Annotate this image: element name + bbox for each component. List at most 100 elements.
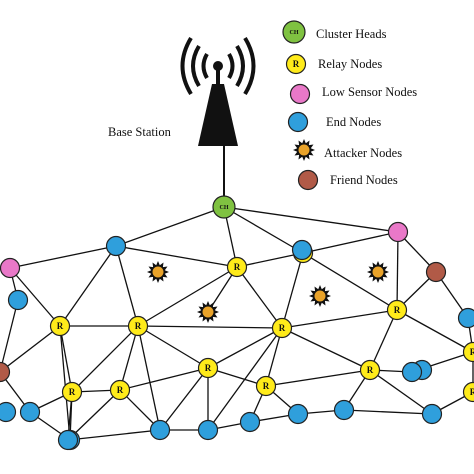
network-link	[119, 367, 209, 391]
relay-node: R	[462, 381, 474, 403]
legend-label-cluster-heads: Cluster Heads	[316, 27, 387, 41]
network-link	[0, 325, 61, 373]
relay-node: R	[197, 357, 219, 379]
relay-node-symbol: R	[285, 53, 307, 75]
cluster-head: CH	[212, 195, 236, 219]
network-link	[302, 252, 398, 311]
legend-label-end-nodes: End Nodes	[326, 115, 381, 129]
base-station: Base Station	[108, 36, 256, 196]
legend: CH Cluster Heads R Relay Nodes Low Senso…	[282, 20, 417, 191]
end-node	[7, 289, 29, 311]
end-node	[287, 403, 309, 425]
network-link	[281, 252, 304, 329]
relay-node-glyph: R	[367, 365, 374, 375]
relay-node-glyph: R	[470, 387, 474, 397]
network-link	[369, 369, 433, 415]
network-link	[115, 206, 225, 247]
friend-node	[425, 261, 447, 283]
base-station-label: Base Station	[108, 125, 172, 139]
network-link	[207, 327, 283, 369]
end-node	[239, 411, 261, 433]
network-link	[223, 206, 399, 233]
network-link	[396, 231, 399, 311]
legend-item-attacker-nodes: Attacker Nodes	[293, 139, 402, 161]
end-node	[19, 401, 41, 423]
network-link	[9, 245, 117, 269]
attacker-node-symbol	[293, 139, 315, 161]
attacker-node	[309, 285, 331, 307]
relay-node-glyph: R	[293, 59, 300, 69]
end-node	[291, 239, 313, 261]
end-node	[0, 401, 17, 423]
friend-node-symbol	[297, 169, 319, 191]
network-link	[59, 245, 117, 327]
antenna-tower-icon	[180, 36, 256, 196]
end-node-icon	[287, 111, 309, 133]
network-link	[369, 309, 398, 371]
low-sensor-node-symbol	[289, 83, 311, 105]
network-link	[137, 325, 161, 431]
legend-label-friend-nodes: Friend Nodes	[330, 173, 398, 187]
network-link	[343, 409, 433, 415]
relay-node: R	[359, 359, 381, 381]
relay-node: R	[109, 379, 131, 401]
attacker-node	[147, 261, 169, 283]
relay-node-glyph: R	[205, 363, 212, 373]
relay-node-icon: R	[285, 53, 307, 75]
legend-label-low-sensor-nodes: Low Sensor Nodes	[322, 85, 417, 99]
network-link	[137, 266, 238, 327]
network-link	[67, 429, 161, 441]
relay-node: R	[49, 315, 71, 337]
network-link	[207, 367, 267, 387]
network-link	[0, 299, 19, 373]
relay-node-glyph: R	[234, 262, 241, 272]
cluster-head-glyph: CH	[220, 205, 229, 211]
relay-node-glyph: R	[263, 381, 270, 391]
relay-node-glyph: R	[394, 305, 401, 315]
friend-node-icon	[297, 169, 319, 191]
attacker-node-icon	[293, 139, 315, 161]
network-link	[281, 327, 371, 371]
relay-node: R	[255, 375, 277, 397]
relay-node: R	[271, 317, 293, 339]
network-link	[265, 369, 371, 387]
network-edges	[0, 206, 474, 441]
legend-item-cluster-heads: CH Cluster Heads	[282, 20, 387, 44]
network-link	[115, 245, 238, 268]
network-link	[119, 325, 139, 391]
network-nodes: CHRRRRRRRRRRRRR	[0, 195, 474, 451]
end-node	[149, 419, 171, 441]
network-link	[223, 206, 304, 254]
legend-label-attacker-nodes: Attacker Nodes	[324, 146, 402, 160]
relay-node: R	[61, 381, 83, 403]
network-link	[59, 325, 71, 441]
relay-node-glyph: R	[135, 321, 142, 331]
network-link	[302, 231, 399, 254]
relay-node-glyph: R	[69, 387, 76, 397]
legend-label-relay-nodes: Relay Nodes	[318, 57, 382, 71]
network-link	[236, 252, 304, 268]
cluster-head-icon: CH	[282, 20, 306, 44]
legend-item-end-nodes: End Nodes	[287, 111, 381, 133]
network-link	[9, 267, 61, 327]
relay-node-glyph: R	[470, 347, 474, 357]
relay-node-glyph: R	[279, 323, 286, 333]
low-sensor-node	[0, 257, 21, 279]
cluster-head-symbol: CH	[282, 20, 306, 44]
network-link	[281, 309, 398, 329]
network-link	[396, 309, 474, 353]
relay-node: R	[462, 341, 474, 363]
end-node	[401, 361, 423, 383]
network-link	[115, 245, 139, 327]
end-node	[105, 235, 127, 257]
end-node	[421, 403, 443, 425]
relay-node: R	[226, 256, 248, 278]
network-link	[71, 325, 139, 393]
relay-node: R	[127, 315, 149, 337]
relay-node-glyph: R	[117, 385, 124, 395]
end-node	[333, 399, 355, 421]
relay-node-glyph: R	[57, 321, 64, 331]
end-node	[57, 429, 79, 451]
legend-item-low-sensor-nodes: Low Sensor Nodes	[289, 83, 417, 105]
